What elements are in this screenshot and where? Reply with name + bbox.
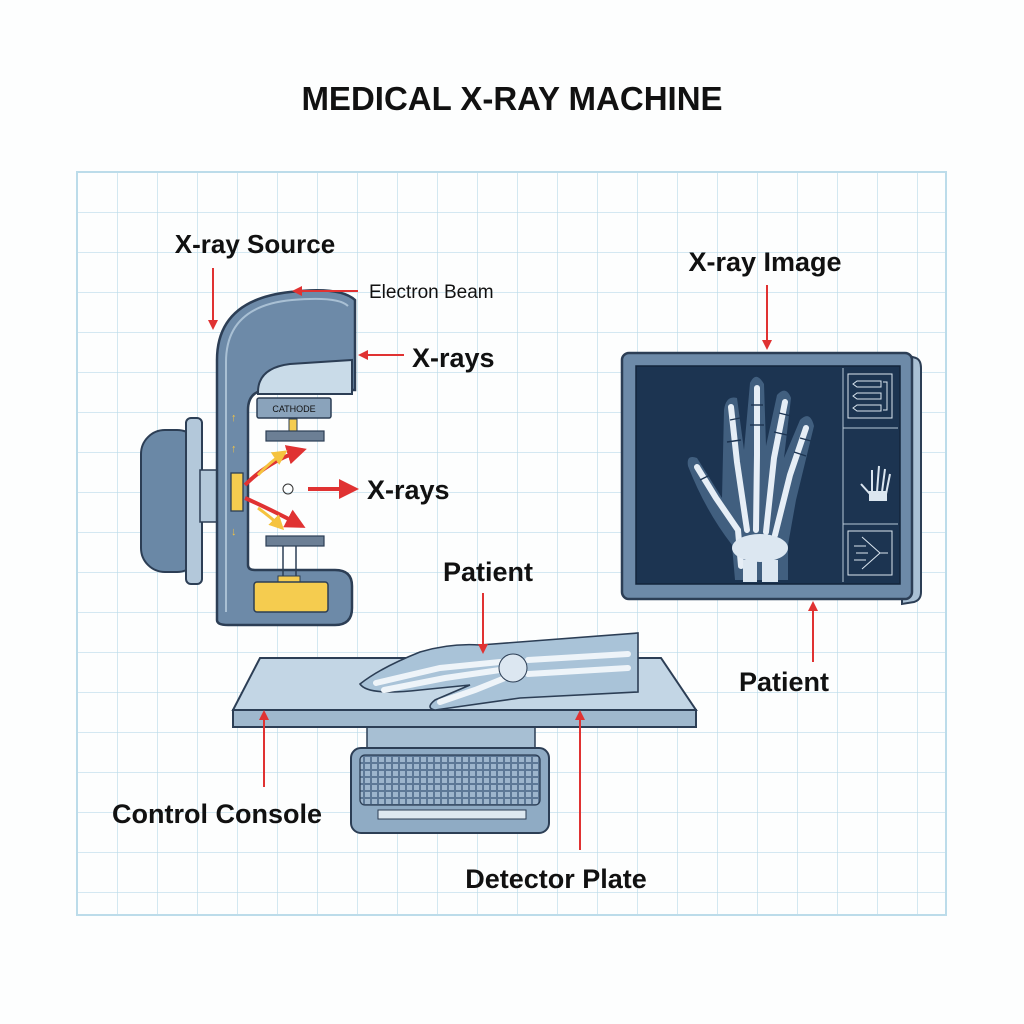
page-title: MEDICAL X-RAY MACHINE — [301, 80, 722, 117]
label-control-console: Control Console — [112, 799, 322, 829]
tube-window — [257, 358, 353, 395]
label-detector-plate: Detector Plate — [465, 864, 647, 894]
cassette-icon — [847, 373, 893, 419]
focal-point-icon — [282, 483, 294, 495]
flow-arrow-icon: ↓ — [231, 526, 237, 538]
label-xray-source: X-ray Source — [175, 229, 335, 259]
label-patient-monitor: Patient — [739, 667, 829, 697]
label-xrays-mid: X-rays — [367, 475, 450, 505]
cathode-label: CATHODE — [272, 404, 315, 414]
flow-arrow-icon: ↑ — [231, 443, 237, 455]
label-patient-table: Patient — [443, 557, 533, 587]
label-electron-beam: Electron Beam — [369, 282, 494, 303]
detector-slot — [377, 809, 527, 820]
beam-arrow-down — [244, 496, 306, 528]
anode-target — [230, 472, 244, 512]
label-xray-image: X-ray Image — [688, 247, 841, 277]
upper-collimator — [265, 430, 325, 442]
cathode-block — [256, 397, 332, 419]
patient-arm-xray — [358, 632, 639, 711]
generator-block — [253, 581, 329, 613]
label-xrays-top: X-rays — [412, 343, 495, 373]
lower-collimator — [265, 535, 325, 547]
beam-diagram-icon — [847, 530, 893, 576]
x-ray-tube-housing: CATHODE ↑ ↑ ↓ — [140, 288, 357, 627]
detector-grid — [359, 754, 541, 806]
monitor-display — [620, 351, 922, 606]
hand-thumbnail-icon — [860, 465, 891, 501]
hand-xray-image — [687, 376, 814, 582]
detector-unit — [350, 747, 550, 834]
flow-arrow-icon: ↑ — [231, 412, 237, 424]
